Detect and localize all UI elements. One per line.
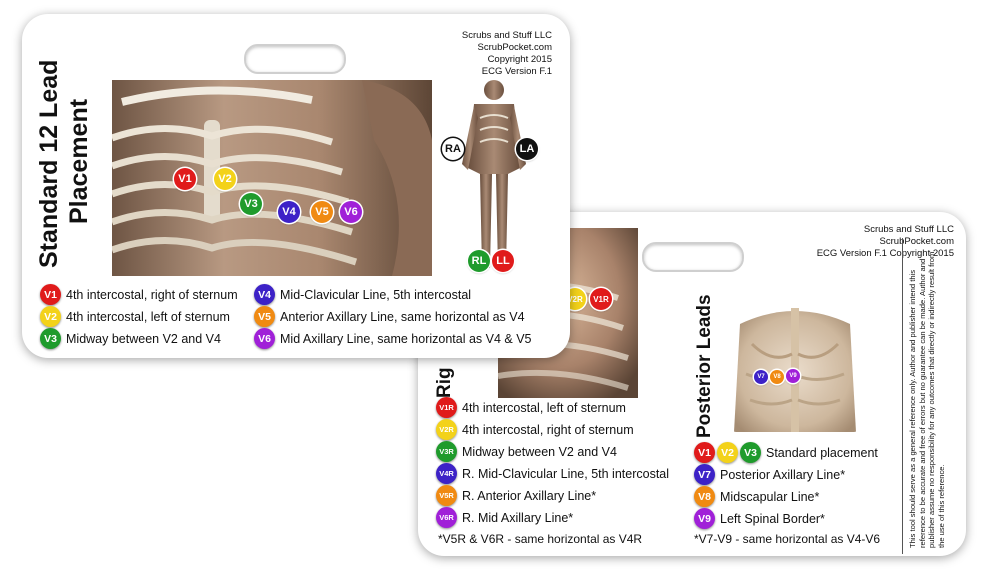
badge-v3: V3 (740, 442, 761, 463)
legend-text: Midway between V2 and V4 (462, 444, 617, 459)
chest-badge-v6: V6 (340, 201, 362, 223)
photo-badge-v1r: V1R (590, 288, 612, 310)
chest-badge-v1: V1 (174, 168, 196, 190)
copyright: Copyright 2015 (487, 54, 552, 65)
badge-v9: V9 (694, 508, 715, 529)
standard-12-lead-card: Standard 12 Lead Placement Scrubs and St… (22, 14, 570, 358)
badge-v4: V4 (254, 284, 275, 305)
back-copyright-block: Scrubs and Stuff LLC ScrubPocket.com ECG… (817, 224, 954, 260)
legend-row-v4r: V4R R. Mid-Clavicular Line, 5th intercos… (436, 463, 669, 484)
badge-v7: V7 (694, 464, 715, 485)
legend-row-v4: V4 Mid-Clavicular Line, 5th intercostal (254, 284, 471, 305)
badge-v2: V2 (717, 442, 738, 463)
legend-row-v7: V7 Posterior Axillary Line* (694, 464, 845, 485)
chest-badge-v4: V4 (278, 201, 300, 223)
legend-row-v8: V8 Midscapular Line* (694, 486, 819, 507)
front-copyright-block: Scrubs and Stuff LLC ScrubPocket.com Cop… (462, 30, 552, 78)
legend-text: Posterior Axillary Line* (720, 467, 846, 482)
badge-v3r: V3R (436, 441, 457, 462)
legend-row-v2r: V2R 4th intercostal, right of sternum (436, 419, 634, 440)
limb-badge-la: LA (516, 138, 538, 160)
legend-text: R. Anterior Axillary Line* (462, 488, 597, 503)
chest-badge-v5: V5 (311, 201, 333, 223)
right-leads-footnote: *V5R & V6R - same horizontal as V4R (438, 532, 643, 546)
right-leads-title: Rig (434, 367, 455, 398)
badge-v3: V3 (40, 328, 61, 349)
badge-v1: V1 (694, 442, 715, 463)
posterior-footnote: *V7-V9 - same horizontal as V4-V6 (694, 532, 881, 546)
full-body-figure (448, 78, 540, 274)
legend-row-v5: V5 Anterior Axillary Line, same horizont… (254, 306, 525, 327)
legend-row-v9: V9 Left Spinal Border* (694, 508, 825, 529)
version-copyright: ECG Version F.1 Copyright 2015 (816, 248, 954, 259)
badge-v4r: V4R (436, 463, 457, 484)
website: ScrubPocket.com (477, 42, 552, 53)
legend-text: Standard placement (766, 445, 878, 460)
disclaimer-divider (902, 238, 961, 554)
badge-v2r: V2R (436, 419, 457, 440)
chest-skeleton-photo (112, 80, 432, 276)
legend-row-v1r: V1R 4th intercostal, left of sternum (436, 397, 626, 418)
badge-v6: V6 (254, 328, 275, 349)
legend-text: Mid Axillary Line, same horizontal as V4… (280, 331, 532, 346)
limb-badge-rl: RL (468, 250, 490, 272)
badge-v2: V2 (40, 306, 61, 327)
chest-badge-v3: V3 (240, 193, 262, 215)
legend-row-v1: V1 4th intercostal, right of sternum (40, 284, 238, 305)
legend-text: 4th intercostal, left of sternum (462, 400, 626, 415)
badge-v6r: V6R (436, 507, 457, 528)
chest-badge-v2: V2 (214, 168, 236, 190)
back-photo-badge-v7: V7 (754, 370, 768, 384)
legend-text: Left Spinal Border* (720, 511, 825, 526)
company-name: Scrubs and Stuff LLC (863, 224, 954, 235)
legend-row-v6r: V6R R. Mid Axillary Line* (436, 507, 573, 528)
badge-v1: V1 (40, 284, 61, 305)
legend-text: 4th intercostal, right of sternum (462, 422, 634, 437)
back-photo (732, 304, 858, 432)
limb-badge-ll: LL (492, 250, 514, 272)
legend-row-v2: V2 4th intercostal, left of sternum (40, 306, 230, 327)
disclaimer-text: This tool should serve as a general refe… (908, 251, 946, 548)
back-photo-badge-v8: V8 (770, 370, 784, 384)
badge-v5r: V5R (436, 485, 457, 506)
card-title-line1: Standard 12 Lead (35, 59, 63, 268)
badge-v8: V8 (694, 486, 715, 507)
legend-text: Midway between V2 and V4 (66, 331, 221, 346)
legend-text: 4th intercostal, right of sternum (66, 287, 238, 302)
legend-text: R. Mid-Clavicular Line, 5th intercostal (462, 466, 670, 481)
website: ScrubPocket.com (879, 236, 954, 247)
badge-v5: V5 (254, 306, 275, 327)
legend-text: Midscapular Line* (720, 489, 820, 504)
legend-row-v6: V6 Mid Axillary Line, same horizontal as… (254, 328, 532, 349)
legend-text: 4th intercostal, left of sternum (66, 309, 230, 324)
legend-row-v3: V3 Midway between V2 and V4 (40, 328, 221, 349)
legend-text: R. Mid Axillary Line* (462, 510, 574, 525)
posterior-title: Posterior Leads (694, 294, 715, 438)
back-photo-badge-v9: V9 (786, 369, 800, 383)
legend-row-standard: V1 V2 V3 Standard placement (694, 442, 878, 463)
company-name: Scrubs and Stuff LLC (461, 30, 552, 41)
version: ECG Version F.1 (481, 66, 552, 77)
card-title-line2: Placement (65, 98, 93, 224)
legend-text: Anterior Axillary Line, same horizontal … (280, 309, 525, 324)
legend-row-v3r: V3R Midway between V2 and V4 (436, 441, 617, 462)
badge-v1r: V1R (436, 397, 457, 418)
card-title: Standard 12 Lead Placement (34, 60, 94, 268)
legend-text: Mid-Clavicular Line, 5th intercostal (280, 287, 472, 302)
lanyard-slot (244, 44, 346, 74)
lanyard-slot (642, 242, 744, 272)
legend-row-v5r: V5R R. Anterior Axillary Line* (436, 485, 596, 506)
limb-badge-ra: RA (442, 138, 464, 160)
